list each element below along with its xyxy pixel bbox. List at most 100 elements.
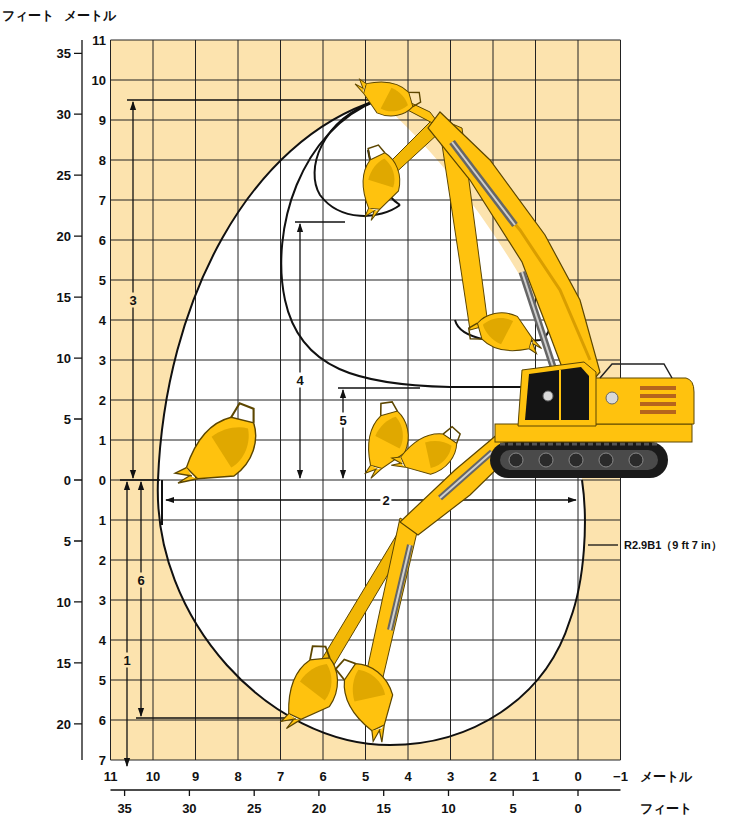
- dimension-lines: [299, 224, 300, 478]
- grid-background: [111, 40, 621, 760]
- dimension-lines: [140, 482, 141, 716]
- meter-tick-label: 3: [447, 770, 454, 783]
- excavator-machine: [640, 386, 676, 390]
- dimension-lines: [126, 482, 127, 766]
- excavator-machine: [640, 394, 676, 398]
- dimension-lines: [338, 387, 420, 388]
- ground-buckets: [175, 403, 255, 483]
- feet-axis: [125, 790, 578, 796]
- excavator-machine: [559, 370, 561, 420]
- feet-tick-label: 15: [57, 291, 71, 304]
- feet-tick-label: 25: [57, 169, 71, 182]
- dimension-lines: [136, 717, 290, 718]
- callout-number: 2: [380, 493, 391, 508]
- feet-tick-label: 10: [57, 352, 71, 365]
- feet-tick-label: 5: [64, 413, 71, 426]
- feet-tick-label: 15: [376, 802, 390, 815]
- ground-buckets: [175, 398, 463, 485]
- dimension-lines: [127, 99, 372, 100]
- meter-tick-label: 8: [99, 154, 106, 167]
- feet-tick-label: 15: [57, 656, 71, 669]
- lowered-front-attachment: [390, 545, 410, 630]
- meter-tick-label: 7: [99, 754, 106, 767]
- excavator-machine: [509, 453, 523, 467]
- excavator-machine: [539, 453, 553, 467]
- meter-tick-label: 6: [319, 770, 326, 783]
- excavator-machine: [640, 410, 676, 414]
- excavator-machine: [569, 453, 583, 467]
- meter-tick-label: 9: [192, 770, 199, 783]
- meter-tick-label: 10: [92, 74, 106, 87]
- feet-tick-label: 30: [182, 802, 196, 815]
- meter-tick-label: 6: [99, 714, 106, 727]
- lowered-front-attachment: [364, 518, 418, 690]
- raised-front-attachment: [452, 142, 515, 225]
- meter-tick-label: 9: [99, 114, 106, 127]
- feet-tick-label: 20: [57, 717, 71, 730]
- dimension-lines: [166, 499, 576, 500]
- grid-lines: [111, 40, 621, 760]
- meter-tick-label: 6: [99, 234, 106, 247]
- feet-tick-label: 10: [57, 595, 71, 608]
- stick-length-label: R2.9B1（9 ft 7 in）: [622, 539, 724, 552]
- meter-tick-label: 4: [404, 770, 411, 783]
- grid-lines: [111, 40, 621, 760]
- meter-tick-label: 8: [234, 770, 241, 783]
- feet-tick-label: 30: [57, 108, 71, 121]
- feet-tick-label: 20: [57, 230, 71, 243]
- axis-unit: フィート: [640, 802, 692, 815]
- feet-tick-label: 20: [312, 802, 326, 815]
- raised-front-attachment: [452, 142, 515, 225]
- meter-tick-label: 5: [362, 770, 369, 783]
- lowered-front-attachment: [440, 452, 492, 498]
- dimension-lines: [342, 390, 343, 478]
- feet-tick-label: 35: [57, 47, 71, 60]
- raised-front-attachment: [428, 112, 600, 402]
- feet-axis: [81, 40, 82, 760]
- raised-front-attachment: [333, 57, 600, 402]
- meter-tick-label: 11: [92, 34, 106, 47]
- lowered-front-attachment: [317, 656, 405, 744]
- feet-tick-label: 5: [64, 534, 71, 547]
- meter-tick-label: 7: [99, 194, 106, 207]
- meter-tick-label: 5: [99, 274, 106, 287]
- feet-axis: [74, 40, 621, 796]
- meter-tick-label: 11: [104, 770, 118, 783]
- lowered-front-attachment: [440, 452, 492, 498]
- feet-tick-label: 0: [574, 802, 581, 815]
- feet-axis: [74, 53, 82, 724]
- axis-unit: メートル: [64, 9, 116, 22]
- meter-tick-label: 0: [99, 474, 106, 487]
- excavator-machine: [629, 453, 643, 467]
- excavator-machine: [518, 362, 596, 426]
- excavator-machine: [500, 450, 658, 470]
- lowered-front-attachment: [261, 428, 518, 744]
- callout-number: 6: [135, 573, 146, 588]
- raised-front-attachment: [470, 170, 590, 360]
- lowered-front-attachment: [390, 545, 410, 630]
- feet-tick-label: 35: [117, 802, 131, 815]
- envelope-curves: [161, 480, 163, 525]
- meter-tick-label: 4: [99, 314, 106, 327]
- meter-tick-label: 3: [99, 594, 106, 607]
- grid-lines: [111, 40, 621, 760]
- lowered-front-attachment: [261, 641, 349, 729]
- excavator-machine: [640, 402, 676, 406]
- meter-tick-label: −1: [613, 770, 628, 783]
- raised-front-attachment: [333, 141, 414, 222]
- excavator-machine: [490, 442, 668, 478]
- excavator-machine: [543, 391, 553, 401]
- meter-tick-label: 3: [99, 354, 106, 367]
- meter-tick-label: 7: [277, 770, 284, 783]
- excavator-machine: [600, 364, 672, 378]
- callout-number: 1: [121, 653, 132, 668]
- meter-tick-label: 1: [99, 514, 106, 527]
- feet-axis: [111, 789, 621, 790]
- dimension-lines: [295, 221, 345, 222]
- meter-tick-label: 4: [99, 634, 106, 647]
- meter-tick-label: 1: [99, 434, 106, 447]
- dimension-lines: [588, 544, 618, 545]
- meter-tick-label: 10: [146, 770, 160, 783]
